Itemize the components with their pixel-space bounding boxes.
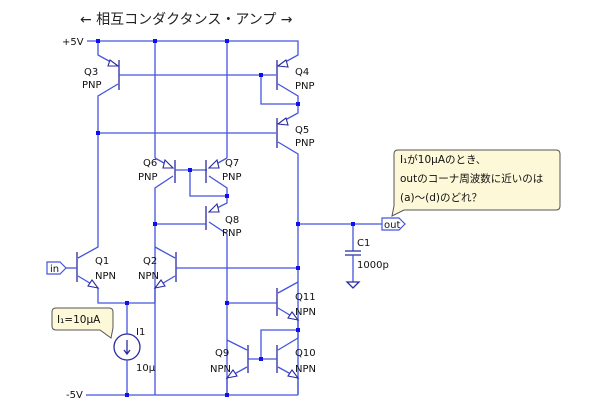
transistor-q3: Q3 PNP (82, 41, 276, 133)
svg-text:Q1: Q1 (95, 256, 109, 267)
svg-text:out: out (384, 220, 400, 231)
transistor-q7: Q7 PNP (189, 157, 242, 197)
svg-text:10μ: 10μ (136, 363, 156, 374)
svg-text:in: in (50, 264, 59, 275)
svg-text:(a)〜(d)のどれ？: (a)〜(d)のどれ？ (400, 192, 482, 204)
transistor-q8: Q8 PNP (155, 196, 242, 395)
question-callout: I₁が10μAのとき、 outのコーナ周波数に近いのは (a)〜(d)のどれ？ (391, 149, 561, 217)
diagram-title: ← 相互コンダクタンス・アンプ → (80, 12, 293, 28)
vpos-rail (87, 40, 299, 48)
current-source-i1: I1 10μ (113, 303, 156, 395)
svg-text:I1: I1 (136, 327, 145, 338)
svg-text:Q7: Q7 (225, 158, 239, 169)
svg-text:PNP: PNP (222, 228, 242, 239)
svg-text:Q6: Q6 (143, 158, 157, 169)
svg-text:NPN: NPN (295, 364, 316, 375)
svg-text:PNP: PNP (295, 81, 315, 92)
out-port[interactable]: out (381, 217, 406, 231)
svg-text:Q11: Q11 (295, 292, 316, 303)
svg-text:NPN: NPN (138, 271, 159, 282)
transistor-q5: Q5 PNP (98, 104, 315, 395)
svg-text:C1: C1 (357, 238, 370, 249)
svg-text:Q4: Q4 (295, 67, 309, 78)
svg-text:Q8: Q8 (225, 215, 239, 226)
svg-text:I₁=10μA: I₁=10μA (57, 314, 101, 326)
vpos-label: +5V (62, 37, 84, 48)
transistor-q1: Q1 NPN (66, 133, 155, 304)
capacitor-c1: C1 1000p (345, 224, 389, 289)
transistor-q4: Q4 PNP (260, 48, 315, 105)
junctions (96, 39, 355, 397)
svg-text:PNP: PNP (222, 172, 242, 183)
svg-text:Q3: Q3 (84, 67, 98, 78)
svg-text:1000p: 1000p (357, 260, 389, 271)
bias-callout: I₁=10μA (51, 307, 114, 339)
svg-text:PNP: PNP (138, 172, 158, 183)
svg-text:I₁が10μAのとき、: I₁が10μAのとき、 (400, 153, 486, 166)
svg-text:PNP: PNP (295, 138, 315, 149)
transistor-q10: Q10 NPN (248, 329, 316, 395)
transistor-q6: Q6 PNP (138, 157, 207, 395)
svg-text:outのコーナ周波数に近いのは: outのコーナ周波数に近いのは (400, 172, 543, 185)
svg-text:NPN: NPN (210, 364, 231, 375)
in-port[interactable]: in (46, 261, 67, 275)
transistor-q9: Q9 NPN (210, 339, 249, 395)
svg-text:Q10: Q10 (295, 348, 316, 359)
svg-text:Q5: Q5 (295, 125, 309, 136)
svg-text:NPN: NPN (295, 307, 316, 318)
svg-text:NPN: NPN (95, 271, 116, 282)
svg-text:Q2: Q2 (143, 256, 157, 267)
vneg-label: -5V (66, 390, 83, 401)
transistor-q2: Q2 NPN (138, 246, 298, 303)
svg-text:PNP: PNP (82, 80, 102, 91)
svg-text:Q9: Q9 (215, 348, 229, 359)
transistor-q11: Q11 NPN (227, 281, 316, 330)
